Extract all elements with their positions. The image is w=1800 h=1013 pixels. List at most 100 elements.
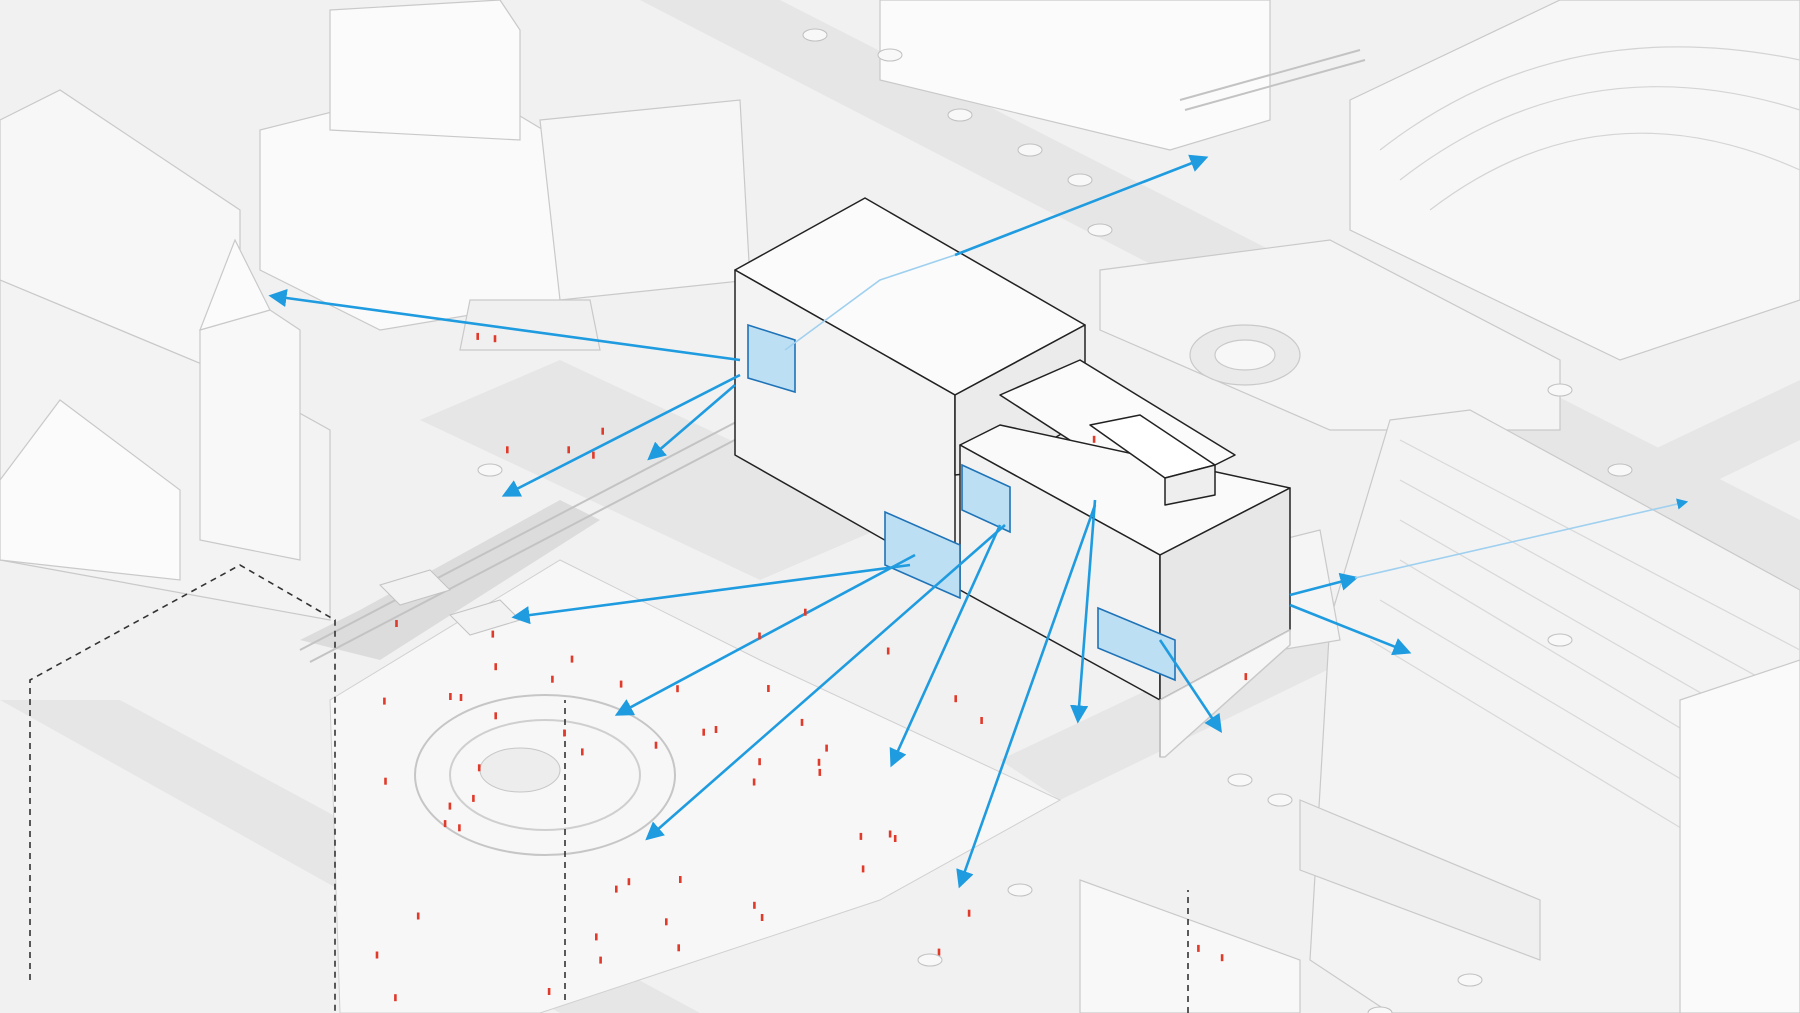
pedestrian-icon (818, 768, 822, 776)
corner-tower (1679, 659, 1800, 1013)
pedestrian-icon (449, 693, 452, 700)
pedestrian-icon (459, 694, 463, 701)
pedestrian-icon (1244, 673, 1248, 681)
rooftop-mechanical (1164, 464, 1216, 506)
pedestrian-icon (893, 835, 897, 842)
window-lower-east (1097, 606, 1176, 682)
car-icon (1607, 463, 1633, 477)
view-arrow-to-north-street (1289, 572, 1359, 597)
street-cross-west (420, 360, 900, 580)
view-arrow-to-glass-tower (1289, 603, 1412, 656)
pedestrian-icon (954, 695, 957, 703)
pedestrian-icon (619, 680, 623, 688)
elevated-rail (299, 49, 1366, 663)
view-arrow-to-fountain (889, 524, 1002, 768)
pedestrian-icon (665, 918, 668, 926)
pedestrian-icon (1197, 944, 1200, 952)
pedestrian-icon (443, 820, 447, 828)
pedestrian-icon (888, 830, 892, 838)
parking-deck (1099, 239, 1561, 431)
arena-roof (1349, 0, 1800, 361)
pedestrian-icon (383, 697, 386, 705)
view-arrow-to-intersection (1158, 639, 1223, 734)
pedestrian-icon (601, 427, 604, 435)
pedestrian-icon (476, 332, 479, 340)
view-arrow-to-plaza-ring (645, 524, 1006, 841)
pedestrian-icon (384, 777, 387, 785)
plaza-surface (329, 559, 1062, 1013)
pedestrian-icon (477, 764, 481, 772)
view-arrow-to-old-city-hall (268, 288, 741, 362)
view-arrow-through-building (784, 254, 956, 351)
car-icon (1547, 383, 1573, 397)
arena-vault-lines (1379, 46, 1800, 211)
pedestrian-icon (592, 451, 595, 459)
pedestrians (375, 332, 1248, 1002)
car-icon (917, 953, 943, 967)
south-block (1079, 879, 1301, 1013)
car-icon (877, 48, 903, 62)
window-lower-west (884, 510, 961, 600)
pedestrian-icon (886, 647, 890, 655)
pedestrian-icon (702, 728, 705, 736)
view-arrow-to-plaza-west (614, 553, 916, 716)
pedestrian-icon (967, 909, 971, 917)
context-buildings-right (879, 0, 1800, 1013)
pedestrian-icon (800, 718, 804, 726)
old-city-hall-tower (199, 309, 301, 561)
pedestrian-icon (679, 876, 682, 883)
plaza-ring-inner (449, 719, 641, 831)
pedestrian-icon (825, 744, 828, 752)
transit-shelter-west (379, 569, 451, 606)
pedestrian-icon (627, 878, 631, 886)
pedestrian-icon (506, 446, 509, 454)
car-icon (1227, 773, 1253, 787)
plaza-pool (479, 747, 561, 793)
feature-windows (747, 323, 1176, 682)
site-boundary (29, 564, 1189, 1013)
pedestrian-icon (472, 794, 475, 802)
pedestrian-icon (416, 912, 420, 920)
pedestrian-icon (551, 675, 554, 683)
pedestrian-icon (567, 446, 570, 454)
pedestrian-icon (595, 933, 598, 941)
west-roof-peak (0, 399, 181, 581)
view-arrow-to-south-plaza (956, 504, 1097, 889)
pedestrian-icon (937, 948, 941, 956)
view-arrow-to-square (501, 373, 741, 497)
pedestrian-icon (753, 901, 756, 909)
pedestrian-icon (804, 608, 807, 616)
car-icon (947, 108, 973, 122)
pedestrian-icon (767, 685, 770, 692)
pedestrian-icon (1092, 435, 1096, 443)
pedestrian-icon (570, 655, 574, 663)
civic-plaza (329, 559, 1062, 1013)
pedestrian-icon (654, 741, 658, 749)
pedestrian-icon (581, 748, 584, 756)
view-arrows-faded (784, 254, 1689, 579)
pedestrian-icon (615, 885, 618, 893)
pedestrian-icon (760, 914, 764, 921)
pedestrian-icon (980, 717, 983, 724)
site-boundary-west (29, 564, 336, 1013)
car-icon (1367, 1006, 1393, 1013)
tower-glass-mullions (1369, 439, 1800, 901)
car-icon (1087, 223, 1113, 237)
pedestrian-icon (563, 729, 566, 737)
tower-spire (199, 238, 271, 331)
view-arrow-to-rail-platform (647, 384, 736, 461)
pedestrian-icon (817, 758, 821, 766)
pedestrian-icon (375, 951, 379, 959)
context-buildings-left (0, 0, 751, 621)
pedestrian-icon (494, 712, 497, 720)
view-arrow-to-corner-south (1070, 499, 1097, 724)
pedestrian-icon (758, 758, 761, 766)
pedestrian-icon (861, 865, 865, 873)
vehicles (477, 28, 1633, 1013)
car-icon (1017, 143, 1043, 157)
pedestrian-icon (547, 988, 551, 995)
pedestrian-icon (758, 632, 761, 640)
transit-canopy (1299, 799, 1541, 961)
pedestrian-icon (448, 802, 452, 810)
